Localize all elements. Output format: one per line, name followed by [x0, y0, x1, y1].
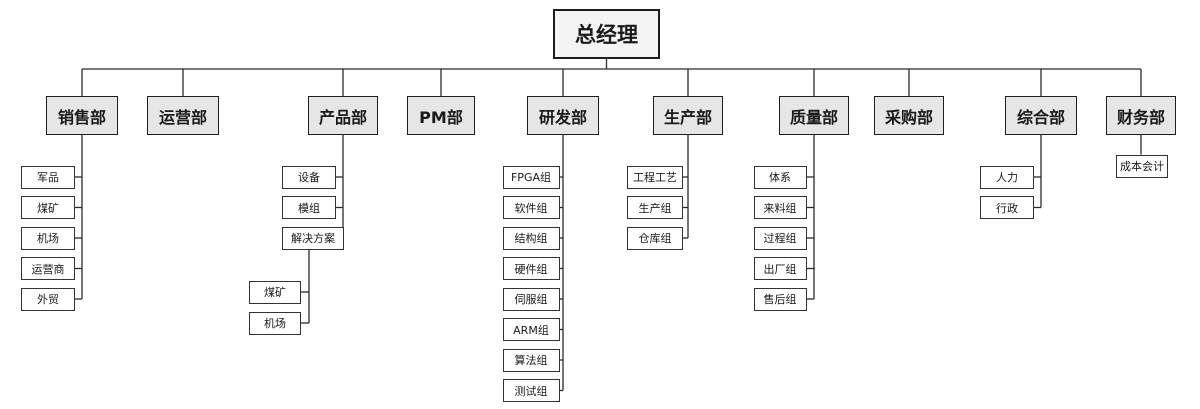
root-node-general-manager: 总经理 [553, 9, 660, 59]
leaf-node: 军品 [21, 165, 75, 189]
department-node: 产品部 [308, 96, 378, 135]
sub-leaf-node: 煤矿 [249, 280, 301, 304]
leaf-node: 算法组 [502, 348, 560, 372]
leaf-node: 结构组 [502, 226, 560, 250]
leaf-node: 生产组 [627, 196, 683, 219]
sub-leaf-node: 机场 [249, 311, 301, 335]
leaf-node: 软件组 [502, 196, 560, 219]
leaf-node: 伺服组 [502, 287, 560, 311]
department-node: 财务部 [1106, 96, 1176, 135]
leaf-node: 煤矿 [21, 196, 75, 219]
leaf-node: 工程工艺 [627, 165, 683, 189]
leaf-node: 仓库组 [627, 226, 683, 250]
department-node: 综合部 [1005, 96, 1077, 135]
leaf-node: 人力 [980, 165, 1034, 189]
leaf-node: 设备 [282, 165, 336, 189]
leaf-node: 模组 [282, 196, 336, 219]
leaf-node: 行政 [980, 196, 1034, 219]
leaf-node: 测试组 [502, 379, 560, 402]
leaf-node: 解决方案 [282, 226, 344, 250]
department-node: 生产部 [653, 96, 723, 135]
leaf-node: FPGA组 [502, 165, 560, 189]
leaf-node: 运营商 [21, 257, 75, 280]
department-node: 质量部 [779, 96, 849, 135]
department-node: 运营部 [147, 96, 219, 135]
leaf-node: ARM组 [502, 318, 560, 341]
leaf-node: 成本会计 [1116, 154, 1168, 178]
leaf-node: 出厂组 [753, 257, 807, 280]
leaf-node: 体系 [753, 165, 807, 189]
department-node: 销售部 [46, 96, 118, 135]
leaf-node: 硬件组 [502, 257, 560, 280]
leaf-node: 来料组 [753, 196, 807, 219]
leaf-node: 过程组 [753, 226, 807, 250]
leaf-node: 售后组 [753, 287, 807, 311]
department-node: 采购部 [874, 96, 944, 135]
leaf-node: 机场 [21, 226, 75, 250]
leaf-node: 外贸 [21, 287, 75, 311]
department-node: PM部 [407, 96, 475, 135]
department-node: 研发部 [527, 96, 599, 135]
